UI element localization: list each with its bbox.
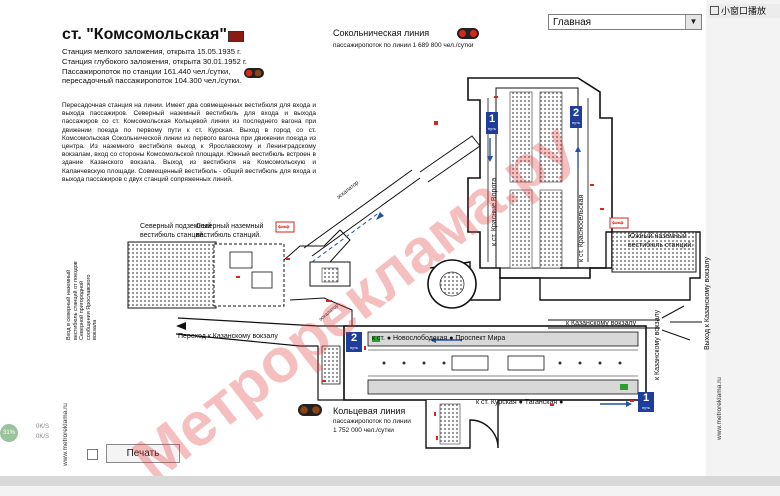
track-number: 1 [642, 392, 650, 404]
ring-direction-bottom: к ст. Курская ● Таганская ● [476, 399, 564, 406]
exit-kazansky-label: Выход к Казанскому вокзалу [704, 257, 711, 350]
ring-track-1-badge: 1 путь [638, 392, 654, 412]
page-select-value: Главная [553, 17, 592, 28]
metro-page: ст. "Комсомольская" Станция мелкого зало… [0, 0, 723, 495]
track-word: путь [641, 405, 651, 410]
network-speed: 0K/S [36, 434, 50, 440]
koltsevaya-line-flow: пассажиропоток по линии [333, 418, 411, 425]
transfer-dots-icon [244, 68, 264, 78]
track-word: путь [487, 126, 497, 131]
window-icon [710, 6, 719, 15]
station-map [127, 77, 702, 449]
north-entrance-vertical-label: Вход в северный наземный вестибюль станц… [66, 261, 98, 340]
print-option-checkbox[interactable] [87, 449, 98, 460]
north-underground-label: Северный подземный вестибюль станций. [140, 223, 212, 239]
info-line: пересадочный пассажиропоток 104.300 чел.… [62, 76, 242, 86]
koltsevaya-line-icon [298, 404, 322, 416]
exit-badge-icon: ⇦⇨ [278, 224, 290, 231]
site-url-right: www.metroreklama.ru [716, 377, 723, 440]
track-word: путь [571, 120, 581, 125]
track-number: 2 [572, 107, 580, 119]
info-line: Пассажиропоток по станции 161.440 чел./с… [62, 66, 231, 76]
koltsevaya-line-flow-value: 1 752 000 чел./сутки [333, 427, 394, 434]
status-bar [0, 476, 780, 486]
station-description: Пересадочная станция на линии. Имеет два… [62, 102, 316, 183]
chevron-down-icon[interactable]: ▼ [685, 15, 701, 29]
ring-direction-top: к ст. ● Новослободская ● Проспект Мира [372, 335, 506, 342]
info-line: Станция мелкого заложения, открыта 15.05… [62, 47, 242, 56]
info-line: Станция глубокого заложения, открыта 30.… [62, 56, 247, 66]
track-word: путь [349, 345, 359, 350]
print-button[interactable]: Печать [106, 444, 180, 463]
network-speed: 0K/S [36, 424, 50, 430]
site-url: www.metroreklama.ru [62, 403, 69, 466]
track-1-badge: 1 путь [486, 112, 498, 134]
page-select[interactable]: Главная ▼ [548, 14, 702, 30]
sokolnicheskaya-line-icon [457, 28, 479, 39]
track-number: 1 [488, 113, 496, 125]
to-kazansky-vertical-label: к Казанскому вокзалу [654, 309, 661, 380]
sokolnicheskaya-station-outline [467, 77, 613, 279]
north-ground-label: Северный наземный вестибюль станций. [196, 223, 264, 239]
mini-window-label: 小窗口播放 [721, 6, 767, 16]
koltsevaya-station-outline [343, 325, 647, 401]
mini-window-button[interactable]: 小窗口播放 [708, 4, 780, 18]
sokolnicheskaya-line-flow: пассажиропоток по линии 1 689 800 чел./с… [333, 42, 474, 49]
krasnoselskaya-label: к ст. Красносельская [578, 194, 585, 262]
track-2-badge: 2 путь [570, 106, 582, 128]
line-badge-icon [228, 31, 244, 42]
station-title: ст. "Комсомольская" [62, 26, 227, 43]
sokolnicheskaya-line-title: Сокольническая линия [333, 28, 430, 38]
network-widget: 31% 0K/S 0K/S [0, 420, 58, 450]
exit-badge-icon: ⇦⇨ [612, 220, 624, 227]
koltsevaya-line-title: Кольцевая линия [333, 406, 406, 416]
network-percent: 31% [0, 424, 18, 442]
to-kazansky-label: к Казанскому вокзалу [566, 320, 637, 327]
north-vestibule-outline [127, 229, 351, 309]
track-number: 2 [350, 332, 358, 344]
south-ground-label: Южный наземный вестибюль станций. [628, 233, 694, 249]
station-info: Станция мелкого заложения, открыта 15.05… [62, 47, 247, 86]
passage-kazansky-label: Переход к Казанскому вокзалу [178, 333, 278, 340]
ring-track-2-badge: 2 путь [346, 332, 362, 352]
